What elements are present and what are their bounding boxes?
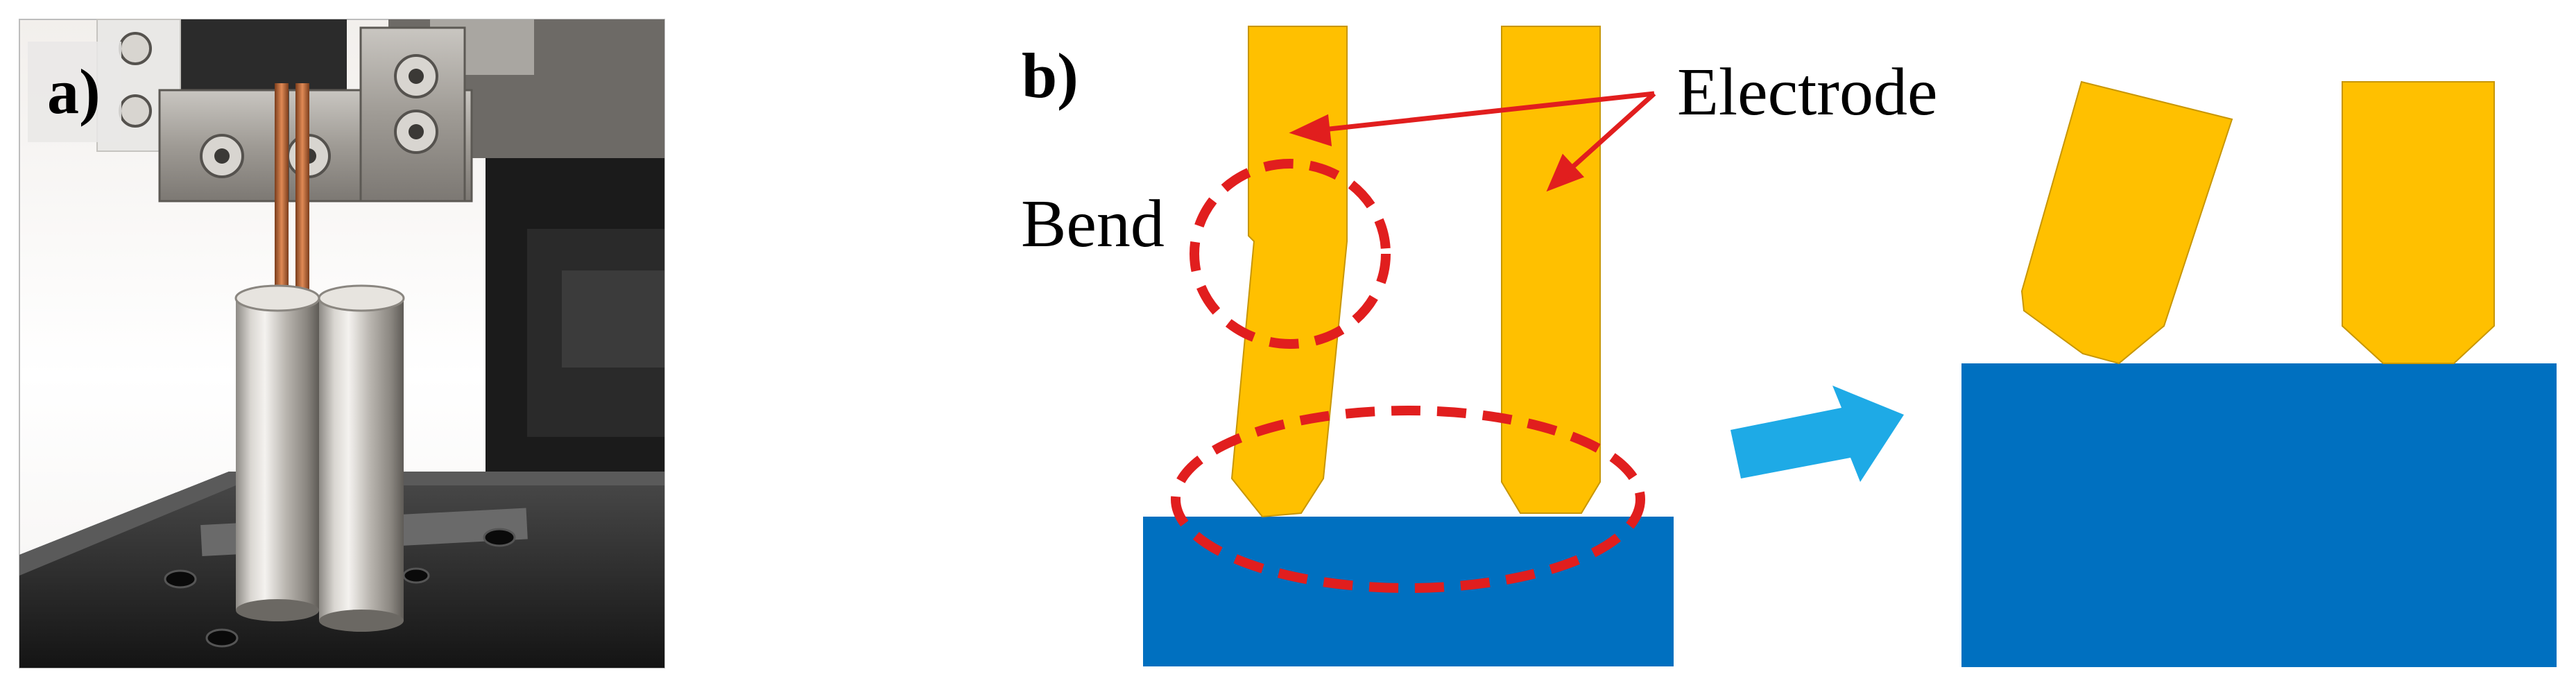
electrode-tilted <box>2020 80 2233 365</box>
substrate-left <box>1143 517 1674 666</box>
contact-highlight-ellipse <box>1171 406 1645 593</box>
electrode-straight <box>1501 26 1601 514</box>
electrode-upright <box>2342 81 2495 364</box>
after-scene <box>1961 80 2557 667</box>
panel-b-label: b) <box>1022 40 1079 111</box>
bend-highlight-ellipse <box>1190 159 1391 349</box>
panel-a: a) <box>19 19 665 669</box>
panel-a-label: a) <box>47 56 101 127</box>
bend-label: Bend <box>1021 187 1165 261</box>
electrode-callout <box>1289 91 1656 192</box>
substrate-right <box>1961 363 2557 667</box>
before-scene: Electrode Bend <box>1021 26 1937 666</box>
electrode-bent <box>1230 26 1348 518</box>
electrode-label: Electrode <box>1677 55 1937 130</box>
transition-arrow-icon <box>1731 386 1904 482</box>
panel-b: b) Electrode Bend <box>1021 26 2557 667</box>
